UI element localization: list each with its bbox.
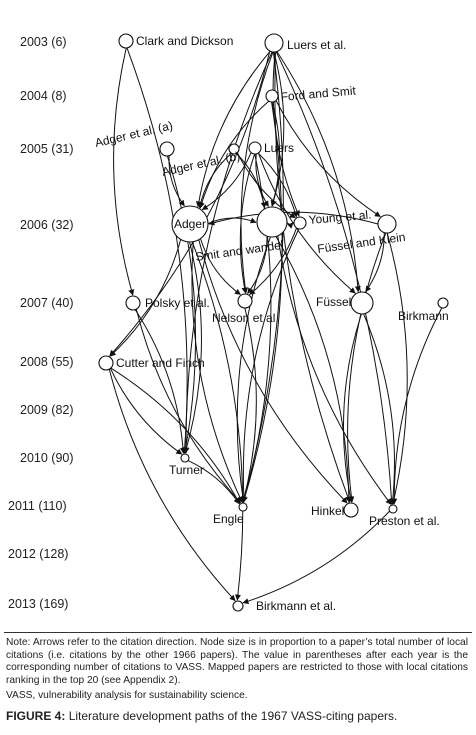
year-label-2009: 2009 (82) — [20, 403, 74, 417]
node-label: Nelson et al. — [212, 311, 279, 325]
node-ford-and-smit[interactable]: Ford and Smit — [265, 83, 357, 104]
edge-polsky-to-engle — [135, 309, 242, 504]
node-label: Clark and Dickson — [136, 34, 233, 48]
year-label-2008: 2008 (55) — [20, 355, 74, 369]
node-label: Birkmann et al. — [256, 599, 336, 613]
node-birkmann[interactable]: Birkmann — [398, 297, 449, 323]
figure-caption: FIGURE 4: Literature development paths o… — [6, 709, 470, 723]
node-label: Preston et al. — [369, 514, 440, 528]
node-clark-and-dickson[interactable]: Clark and Dickson — [118, 33, 233, 49]
year-label-2003: 2003 (6) — [20, 35, 67, 49]
node-luers-et-al-2003[interactable]: Luers et al. — [264, 33, 346, 53]
year-label-2004: 2004 (8) — [20, 89, 67, 103]
year-label-2006: 2006 (32) — [20, 218, 74, 232]
node-label: Füssel — [316, 295, 351, 309]
node-birkmann-et-al[interactable]: Birkmann et al. — [232, 599, 336, 613]
edge-luers-to-engle — [241, 153, 272, 503]
edge-ford-to-adger — [198, 100, 270, 209]
year-label-2012: 2012 (128) — [8, 547, 68, 561]
edge-fussel-to-preston — [363, 313, 396, 505]
year-label-2007: 2007 (40) — [20, 296, 74, 310]
node-luers-2005[interactable]: Luers — [248, 141, 294, 155]
edge-preston-to-birkmann_et_al — [242, 510, 390, 605]
edge-cutter-to-turner — [110, 368, 183, 455]
edge-adger_a-to-turner — [166, 155, 197, 454]
note-divider — [4, 632, 472, 633]
node-cutter-and-finch[interactable]: Cutter and Finch — [98, 355, 205, 371]
node-fussel[interactable]: Füssel — [316, 291, 374, 315]
node-adger-et-al-a[interactable]: Adger et al. (a) — [94, 118, 175, 157]
edge-luers-to-nelson — [239, 153, 256, 294]
figure-caption-label: FIGURE 4: — [6, 709, 66, 723]
year-label-2005: 2005 (31) — [20, 142, 74, 156]
edge-luers_a-to-nelson — [240, 51, 274, 294]
edge-adger_b-to-adger — [197, 152, 232, 209]
edge-cutter-to-birkmann_et_al — [108, 369, 236, 602]
edge-turner-to-engle — [187, 460, 240, 505]
edge-nelson-to-engle — [241, 307, 257, 503]
node-label: Young et al. — [308, 208, 372, 227]
node-polsky-et-al[interactable]: Polsky et al. — [125, 295, 210, 311]
year-label-2011: 2011 (110) — [8, 499, 67, 513]
edge-luers_a-to-fussel — [276, 51, 361, 293]
year-label-2013: 2013 (169) — [8, 597, 68, 611]
edge-young-to-nelson — [249, 227, 297, 295]
node-nelson-et-al[interactable]: Nelson et al. — [212, 293, 279, 325]
node-preston-et-al[interactable]: Preston et al. — [369, 504, 440, 528]
edge-birkmann-to-preston — [391, 307, 443, 505]
edge-luers_a-to-young — [272, 51, 300, 217]
node-young-et-al[interactable]: Young et al. — [293, 208, 372, 230]
figure-caption-text: Literature development paths of the 1967… — [68, 709, 398, 723]
edge-adger-to-cutter — [109, 239, 182, 357]
edge-clark-to-polsky — [113, 47, 135, 296]
edge-luers_a-to-preston — [275, 51, 395, 505]
edge-fussel_klein-to-preston — [386, 232, 408, 505]
node-label: Adger — [174, 217, 206, 231]
year-axis: 2003 (6) 2004 (8) 2005 (31) 2006 (32) 20… — [8, 35, 74, 611]
edge-luers-to-fussel — [257, 152, 356, 294]
edge-luers_a-to-adger — [195, 50, 271, 208]
citation-edges — [108, 47, 443, 605]
node-turner[interactable]: Turner — [169, 453, 204, 477]
paper-nodes: Clark and Dickson Luers et al. Ford and … — [94, 33, 449, 613]
edge-luers-to-young — [257, 152, 298, 218]
edge-adger-to-turner — [183, 241, 202, 454]
edge-ford-to-smit — [270, 101, 280, 207]
edge-polsky-to-turner — [134, 309, 187, 454]
abbreviation-note: VASS, vulnerability analysis for sustain… — [6, 690, 248, 701]
node-engle[interactable]: Engle — [213, 502, 248, 526]
edge-smit-to-preston — [277, 235, 392, 505]
edge-clark-to-turner — [126, 47, 188, 454]
edge-fussel_klein-to-adger — [208, 211, 379, 226]
figure-note: Note: Arrows refer to the citation direc… — [6, 637, 468, 686]
edge-luers-to-adger — [201, 152, 252, 211]
edge-smit-to-young — [286, 222, 294, 229]
node-label: Hinkel — [311, 504, 344, 518]
edge-adger-to-engle — [191, 241, 243, 503]
node-hinkel[interactable]: Hinkel — [311, 502, 359, 518]
edge-ford-to-fussel_klein — [275, 100, 381, 218]
node-label: Engle — [213, 512, 244, 526]
node-label: Turner — [169, 463, 204, 477]
edge-smit-to-engle — [236, 236, 271, 503]
edge-smit-to-hinkel — [275, 236, 352, 503]
citation-path-diagram: 2003 (6) 2004 (8) 2005 (31) 2006 (32) 20… — [8, 33, 449, 613]
edge-luers_a-to-turner — [182, 51, 273, 454]
node-label: Luers et al. — [287, 38, 346, 52]
edge-adger-to-nelson — [200, 238, 241, 295]
node-label: Füssel and Klein — [316, 230, 406, 256]
edge-ford-to-engle — [242, 101, 283, 503]
node-label: Ford and Smit — [280, 83, 357, 104]
node-adger-2006[interactable]: Adger — [171, 205, 209, 243]
node-label: Luers — [264, 141, 294, 155]
node-label: Birkmann — [398, 309, 449, 323]
edge-cutter-to-engle — [110, 367, 241, 504]
node-label: Cutter and Finch — [116, 356, 205, 370]
edge-fussel-to-hinkel — [343, 313, 362, 503]
year-label-2010: 2010 (90) — [20, 451, 74, 465]
edge-fussel_klein-to-hinkel — [347, 232, 387, 503]
node-label: Polsky et al. — [145, 296, 210, 310]
